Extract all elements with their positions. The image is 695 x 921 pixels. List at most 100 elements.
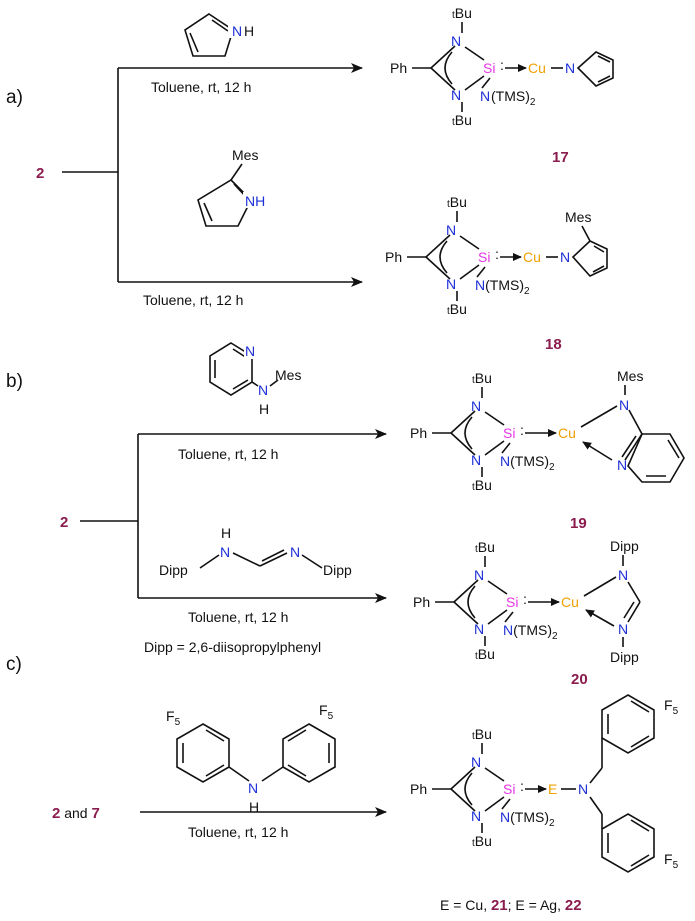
svg-text:Mes: Mes — [232, 147, 258, 163]
svg-text:N: N — [618, 567, 628, 583]
svg-text:H: H — [244, 23, 254, 39]
diarylamine-reagent: F5 N H F5 — [166, 702, 336, 815]
svg-text:N: N — [617, 457, 627, 473]
svg-text:N: N — [258, 382, 268, 398]
svg-text:N: N — [619, 397, 629, 413]
svg-text:tBu: tBu — [452, 112, 472, 128]
e-definition: E = Cu, 21; E = Ag, 22 — [440, 897, 582, 914]
svg-text:N(TMS)2: N(TMS)2 — [503, 622, 558, 642]
svg-text:N: N — [451, 33, 461, 49]
svg-text:N: N — [471, 452, 481, 468]
svg-text:Dipp: Dipp — [159, 562, 188, 578]
dipp-definition: Dipp = 2,6-diisopropylphenyl — [144, 639, 321, 655]
svg-text:Mes: Mes — [565, 209, 591, 225]
svg-text:tBu: tBu — [472, 833, 492, 849]
svg-text:Dipp: Dipp — [323, 562, 352, 578]
svg-text:N: N — [618, 621, 628, 637]
section-label-a: a) — [6, 87, 23, 108]
svg-text:Cu: Cu — [561, 594, 579, 610]
svg-text:Si: Si — [506, 594, 518, 610]
svg-text:N: N — [446, 276, 456, 292]
product-19-structure: Ph N N tBu tBu Si : N(TMS)2 Cu Mes N N — [410, 368, 685, 493]
svg-text:tBu: tBu — [472, 726, 492, 742]
svg-text:N: N — [232, 23, 242, 39]
pyrrole-reagent: N H — [184, 13, 266, 57]
starting-material-2b: 2 — [60, 514, 68, 531]
svg-text:Dipp: Dipp — [610, 649, 639, 665]
svg-text:Dipp: Dipp — [610, 538, 639, 554]
section-label-b: b) — [6, 371, 23, 392]
svg-text:Cu: Cu — [523, 249, 541, 265]
svg-text:Si: Si — [483, 60, 495, 76]
svg-text:tBu: tBu — [472, 370, 492, 386]
svg-text:N: N — [578, 781, 588, 797]
conditions-17: Toluene, rt, 12 h — [151, 79, 251, 95]
compound-20-label: 20 — [571, 671, 588, 688]
section-label-c: c) — [6, 654, 22, 675]
svg-text:N: N — [560, 249, 570, 265]
svg-text:tBu: tBu — [475, 539, 495, 555]
svg-text:F5: F5 — [664, 851, 679, 871]
svg-text:H: H — [259, 401, 269, 417]
product-20-structure: Ph N N tBu tBu Si : N(TMS)2 Cu Dipp N N … — [413, 538, 641, 665]
svg-text:F5: F5 — [664, 697, 679, 717]
svg-text:Cu: Cu — [558, 425, 576, 441]
aminopyridine-reagent: N N H Mes — [209, 342, 301, 417]
svg-text:N: N — [446, 222, 456, 238]
conditions-20: Toluene, rt, 12 h — [188, 609, 288, 625]
starting-material-2-and-7: 2 and 7 — [52, 805, 100, 822]
svg-text::: : — [523, 591, 527, 607]
svg-text:Si: Si — [503, 425, 515, 441]
compound-19-label: 19 — [570, 515, 587, 532]
svg-text:N: N — [471, 398, 481, 414]
svg-text:N: N — [290, 544, 300, 560]
svg-text:F5: F5 — [319, 702, 334, 722]
svg-text:H: H — [249, 799, 259, 815]
svg-text::: : — [520, 778, 524, 794]
svg-text::: : — [495, 246, 499, 262]
svg-text:N: N — [565, 60, 575, 76]
compound-18-label: 18 — [545, 336, 562, 353]
svg-text:N: N — [220, 544, 230, 560]
svg-text:N(TMS)2: N(TMS)2 — [500, 453, 555, 473]
svg-text:Ph: Ph — [413, 594, 430, 610]
svg-text:Ph: Ph — [390, 60, 407, 76]
svg-text:N(TMS)2: N(TMS)2 — [475, 277, 530, 297]
svg-text:N: N — [451, 87, 461, 103]
svg-text:N: N — [248, 780, 258, 796]
svg-text:Mes: Mes — [275, 367, 301, 383]
mes-pyrrole-reagent: Mes NH — [197, 147, 281, 227]
product-18-structure: Ph N N tBu tBu Si : N(TMS)2 Cu N Mes — [385, 194, 608, 317]
amidine-reagent: H N N Dipp Dipp — [159, 525, 352, 578]
svg-text:Mes: Mes — [617, 368, 643, 384]
svg-text:Si: Si — [478, 249, 490, 265]
svg-text:Ph: Ph — [410, 425, 427, 441]
svg-text:F5: F5 — [166, 708, 181, 728]
svg-text:E: E — [548, 781, 557, 797]
svg-text:tBu: tBu — [475, 646, 495, 662]
conditions-21-22: Toluene, rt, 12 h — [188, 824, 288, 840]
svg-text:N: N — [474, 567, 484, 583]
svg-text:tBu: tBu — [472, 477, 492, 493]
svg-text:tBu: tBu — [447, 194, 467, 210]
svg-text:NH: NH — [245, 193, 265, 209]
svg-text::: : — [520, 422, 524, 438]
svg-text:tBu: tBu — [452, 5, 472, 21]
svg-text:Ph: Ph — [410, 781, 427, 797]
conditions-19: Toluene, rt, 12 h — [178, 446, 278, 462]
svg-text:N: N — [245, 343, 255, 359]
conditions-18: Toluene, rt, 12 h — [143, 292, 243, 308]
product-21-22-structure: Ph N N tBu tBu Si : N(TMS)2 E N F5 F5 — [410, 694, 679, 873]
svg-text:Si: Si — [503, 781, 515, 797]
svg-text::: : — [500, 57, 504, 73]
svg-text:tBu: tBu — [447, 301, 467, 317]
svg-text:H: H — [221, 525, 231, 541]
compound-17-label: 17 — [552, 149, 569, 166]
svg-text:N2: N2 — [480, 88, 490, 104]
svg-text:N: N — [474, 621, 484, 637]
product-17-structure: Ph N N tBu tBu Si : N2 (TMS)2 Cu N — [390, 5, 614, 128]
starting-material-2a: 2 — [36, 165, 44, 182]
svg-text:(TMS)2: (TMS)2 — [491, 88, 536, 108]
svg-text:N(TMS)2: N(TMS)2 — [500, 809, 555, 829]
